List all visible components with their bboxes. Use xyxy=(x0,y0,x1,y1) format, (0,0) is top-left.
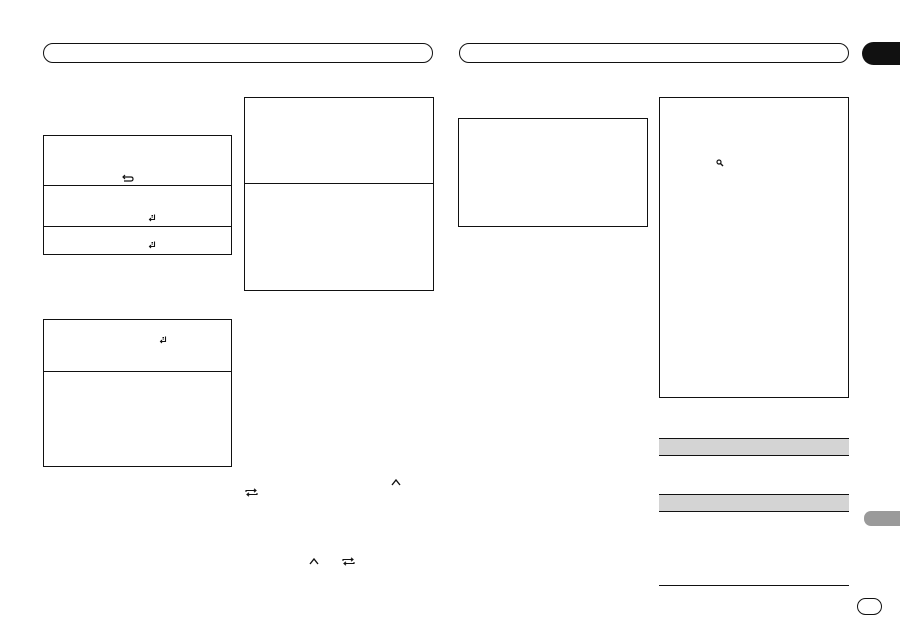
repeat-icon xyxy=(342,557,355,566)
settings-table-2 xyxy=(43,319,232,467)
settings-table-1 xyxy=(43,135,232,255)
table-bottom-rule xyxy=(659,585,849,586)
table-header-row xyxy=(659,438,849,456)
table-row-divider xyxy=(245,183,433,184)
enter-key-icon xyxy=(148,241,156,249)
settings-table-5 xyxy=(659,97,849,398)
table-row-divider xyxy=(44,185,231,186)
enter-key-icon xyxy=(159,336,167,344)
table-header-row xyxy=(659,494,849,512)
up-caret-icon xyxy=(391,478,401,486)
repeat-icon xyxy=(245,488,258,497)
return-arrow-icon xyxy=(122,174,134,182)
enter-key-icon xyxy=(148,214,156,222)
search-icon xyxy=(716,159,724,167)
table-row-divider xyxy=(44,226,231,227)
table-row-divider xyxy=(44,371,231,372)
page-number-oval xyxy=(857,598,882,615)
right-page-header-bar xyxy=(459,43,849,63)
settings-table-3 xyxy=(244,97,434,291)
language-tab xyxy=(862,42,900,65)
up-caret-icon xyxy=(309,557,319,565)
settings-table-4 xyxy=(458,118,648,227)
left-page-header-bar xyxy=(43,43,433,63)
section-side-tab xyxy=(864,511,900,526)
